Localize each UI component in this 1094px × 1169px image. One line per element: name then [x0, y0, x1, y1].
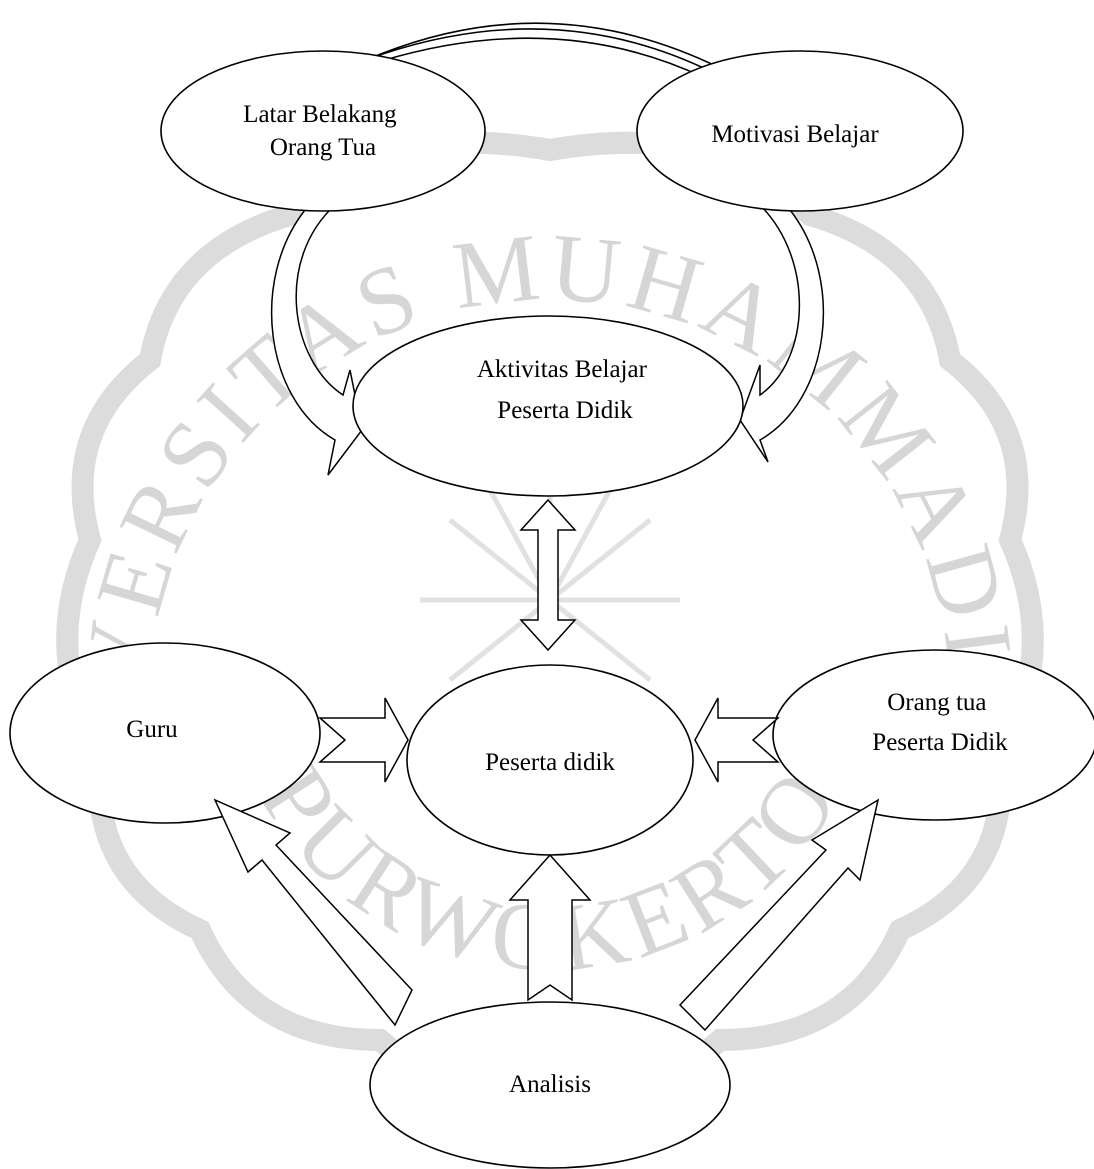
node-guru: [9, 642, 321, 824]
node-motivasi: [636, 50, 964, 212]
label-orang-tua: Orang tua Peserta Didik: [872, 689, 1008, 756]
label-peserta: Peserta didik: [485, 749, 615, 776]
label-analisis: Analisis: [509, 1071, 591, 1098]
label-motivasi: Motivasi Belajar: [711, 121, 879, 148]
label-guru: Guru: [126, 716, 178, 743]
node-analisis: [369, 1001, 731, 1169]
node-latar-belakang: [160, 50, 486, 212]
arrow-analisis-peserta: [508, 853, 592, 1002]
node-orang-tua: [772, 649, 1094, 821]
arrow-analisis-orangtua: [678, 798, 880, 1032]
arrow-analisis-guru: [213, 798, 413, 1027]
arrow-guru-peserta: [318, 697, 409, 783]
arrow-orangtua-peserta: [694, 697, 780, 783]
node-aktivitas: [352, 315, 744, 497]
label-aktivitas: Aktivitas Belajar Peserta Didik: [477, 356, 653, 424]
label-latar-belakang: Latar Belakang Orang Tua: [243, 101, 403, 161]
curved-arrow-left: [270, 203, 363, 476]
top-arc-connector: [339, 22, 721, 79]
curved-arrow-right: [739, 203, 825, 463]
double-arrow-aktivitas-peserta: [519, 498, 577, 652]
